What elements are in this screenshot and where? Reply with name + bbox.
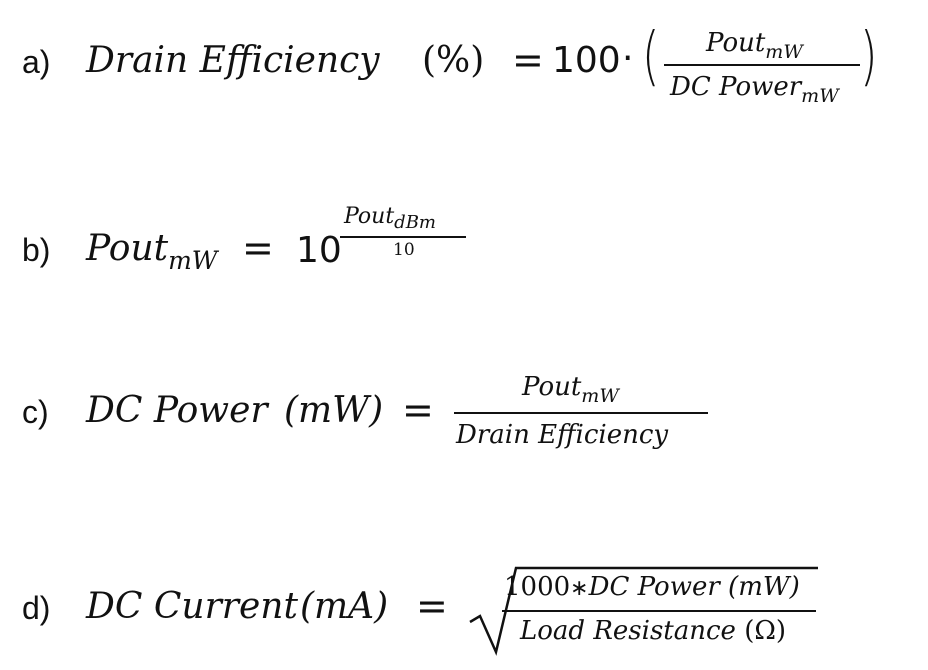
equation-c-numerator: PoutmW <box>522 372 619 407</box>
equation-c-label: c) <box>22 394 49 430</box>
equation-a-paren-close: ) <box>860 20 878 94</box>
equation-a-fraction-bar <box>664 64 860 66</box>
equation-d-lhs-unit: (mA) <box>300 586 389 627</box>
equation-c-lhs-unit: (mW) <box>284 390 384 431</box>
equation-d-fraction-bar <box>502 610 816 612</box>
equation-b-exponent-bar <box>340 236 466 238</box>
equation-c-equals: = <box>402 388 434 432</box>
equation-b-exponent-denominator: 10 <box>393 240 415 260</box>
equation-a-factor: 100 <box>552 40 621 81</box>
equation-a-denominator: DC PowermW <box>670 72 839 107</box>
equation-a-numerator: PoutmW <box>706 28 803 63</box>
equation-b-exponent-numerator: PoutdBm <box>344 204 436 233</box>
equation-c-denominator: Drain Efficiency <box>456 420 669 450</box>
equation-a-lhs: Drain Efficiency <box>86 40 380 81</box>
equation-a-equals: = <box>512 38 544 82</box>
equation-d-numerator: 1000∗DC Power (mW) <box>504 572 800 602</box>
equation-b-lhs: PoutmW <box>86 228 218 275</box>
equation-a-label: a) <box>22 44 51 80</box>
equation-b-label: b) <box>22 232 51 268</box>
equation-d-equals: = <box>416 584 448 628</box>
equation-d-label: d) <box>22 590 51 626</box>
equation-d-denominator: Load Resistance (Ω) <box>520 616 787 646</box>
equation-b-equals: = <box>242 226 274 270</box>
equation-c-lhs: DC Power <box>86 390 268 431</box>
equation-d-lhs: DC Current <box>86 586 298 627</box>
equation-a-paren-open: ( <box>642 20 660 94</box>
equation-c-fraction-bar <box>454 412 708 414</box>
square-root-sign <box>469 566 818 656</box>
equation-b-base: 10 <box>296 230 342 271</box>
equation-a-dot: · <box>622 38 634 79</box>
equation-a-lhs-unit: (%) <box>422 40 485 81</box>
